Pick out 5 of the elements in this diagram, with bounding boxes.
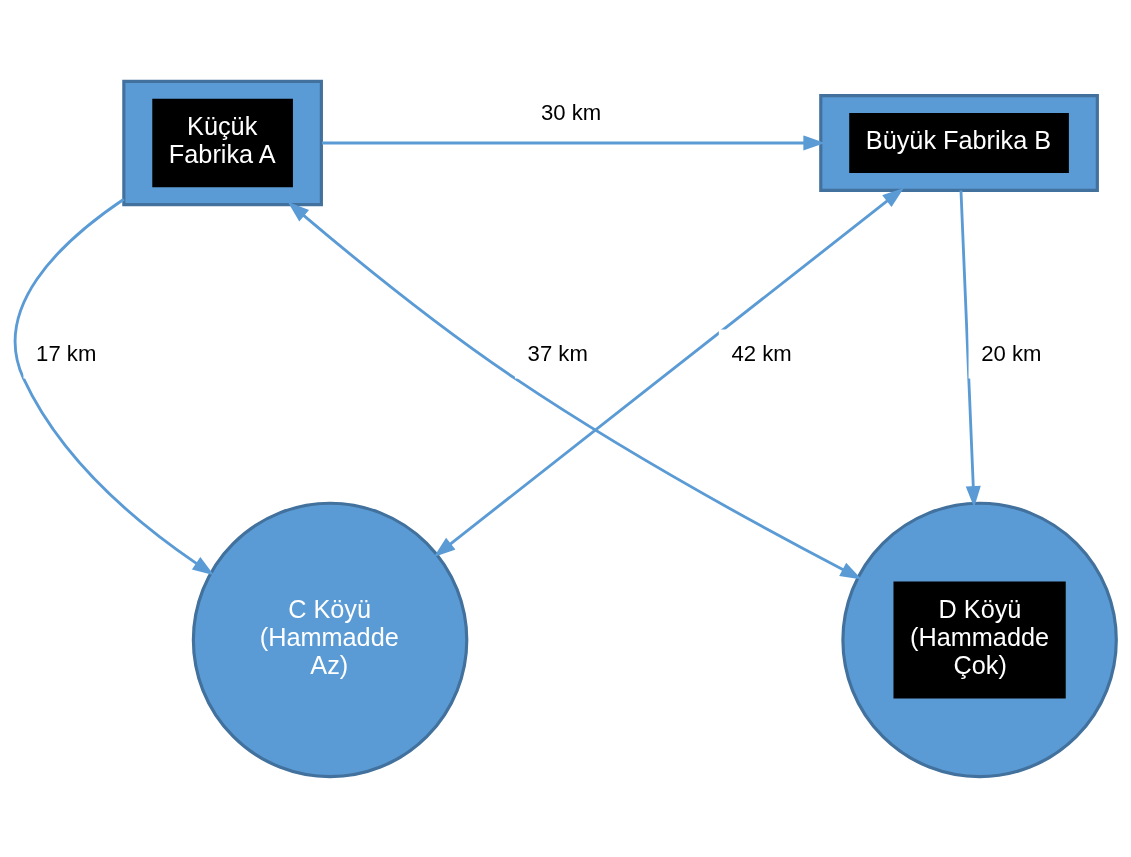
edge-label: 17 km bbox=[36, 340, 97, 366]
edge-label: 20 km bbox=[981, 340, 1042, 366]
edge-label: 37 km bbox=[527, 340, 588, 366]
edge-label: 42 km bbox=[731, 340, 792, 366]
edge-label: 30 km bbox=[541, 99, 602, 125]
